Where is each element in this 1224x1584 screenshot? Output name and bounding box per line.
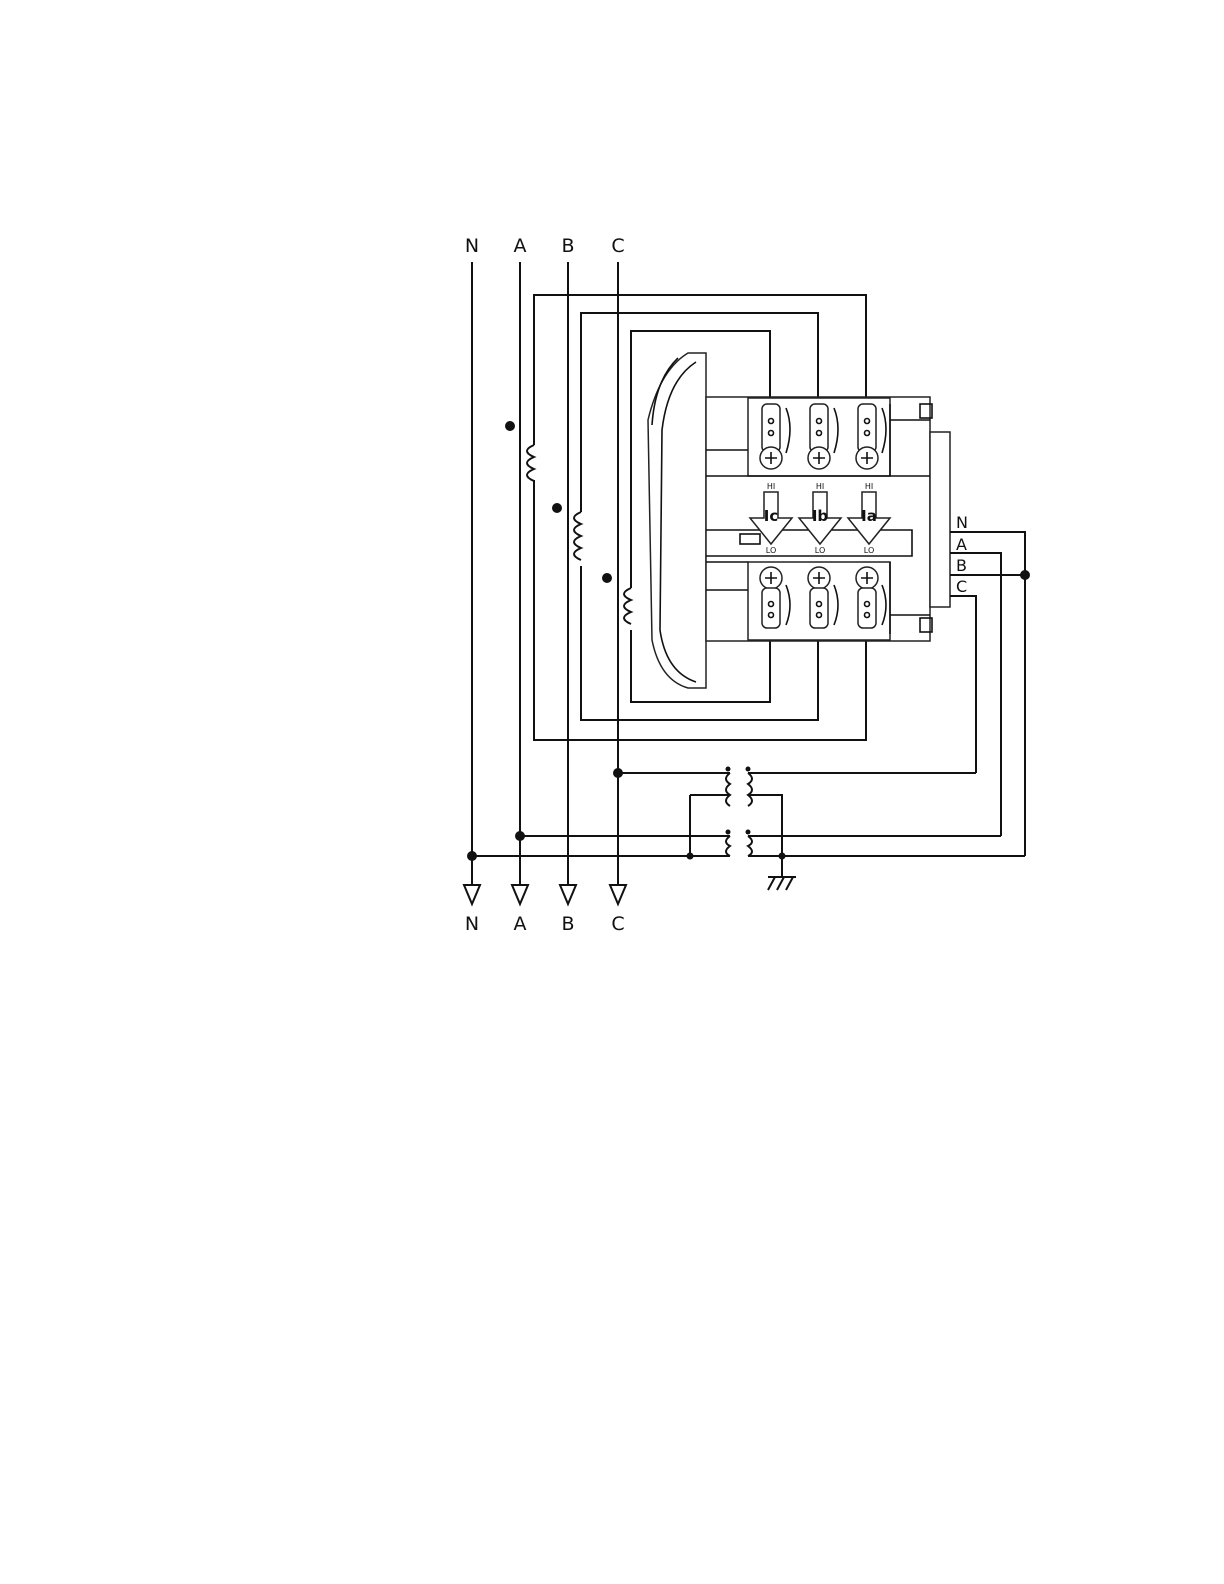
ct-a-polarity-dot (505, 421, 515, 431)
junction-c (613, 768, 623, 778)
top-label-n: N (465, 235, 479, 257)
ia-hi-label: HI (865, 482, 873, 491)
top-label-a: A (514, 235, 527, 257)
ib-lo-label: LO (815, 546, 825, 555)
pt1-secondary-dot (746, 767, 751, 772)
junction-a (515, 831, 525, 841)
bottom-label-c: C (611, 913, 624, 935)
meter-input-b: B (956, 556, 967, 575)
top-terminals (760, 404, 886, 469)
ia-label: Ia (861, 507, 877, 525)
top-label-c: C (611, 235, 624, 257)
ct-c-coil (624, 588, 631, 624)
top-label-b: B (561, 235, 574, 257)
ct-c-polarity-dot (602, 573, 612, 583)
ic-lo-label: LO (766, 546, 776, 555)
bottom-label-n: N (465, 913, 479, 935)
pt1-primary-dot (726, 767, 731, 772)
ia-lo-label: LO (864, 546, 874, 555)
meter-input-c: C (956, 577, 967, 596)
ct-a-coil (527, 445, 534, 481)
pt2-primary-coil (726, 836, 730, 856)
bottom-label-a: A (514, 913, 527, 935)
wire-meter-c (950, 596, 976, 773)
junction-meter-nb (1020, 570, 1030, 580)
ib-label: Ib (812, 507, 829, 525)
junction-pt-return (687, 853, 694, 860)
pt2-primary-dot (726, 830, 731, 835)
ic-label: Ic (764, 507, 778, 525)
pt2-secondary-coil (748, 836, 752, 856)
meter-body (648, 353, 950, 688)
ground-icon (768, 877, 796, 890)
pt1-primary-coil (726, 773, 730, 806)
pt1-secondary-coil (748, 773, 752, 806)
bottom-label-b: B (561, 913, 574, 935)
bottom-terminals (760, 567, 886, 628)
meter-input-n: N (956, 513, 968, 532)
ct-b-coil (574, 512, 581, 560)
ic-hi-label: HI (767, 482, 775, 491)
pt2-secondary-dot (746, 830, 751, 835)
ct-b-polarity-dot (552, 503, 562, 513)
load-arrows (464, 885, 626, 904)
junction-ground (779, 853, 786, 860)
ib-hi-label: HI (816, 482, 824, 491)
meter-input-a: A (956, 535, 967, 554)
junction-n (467, 851, 477, 861)
